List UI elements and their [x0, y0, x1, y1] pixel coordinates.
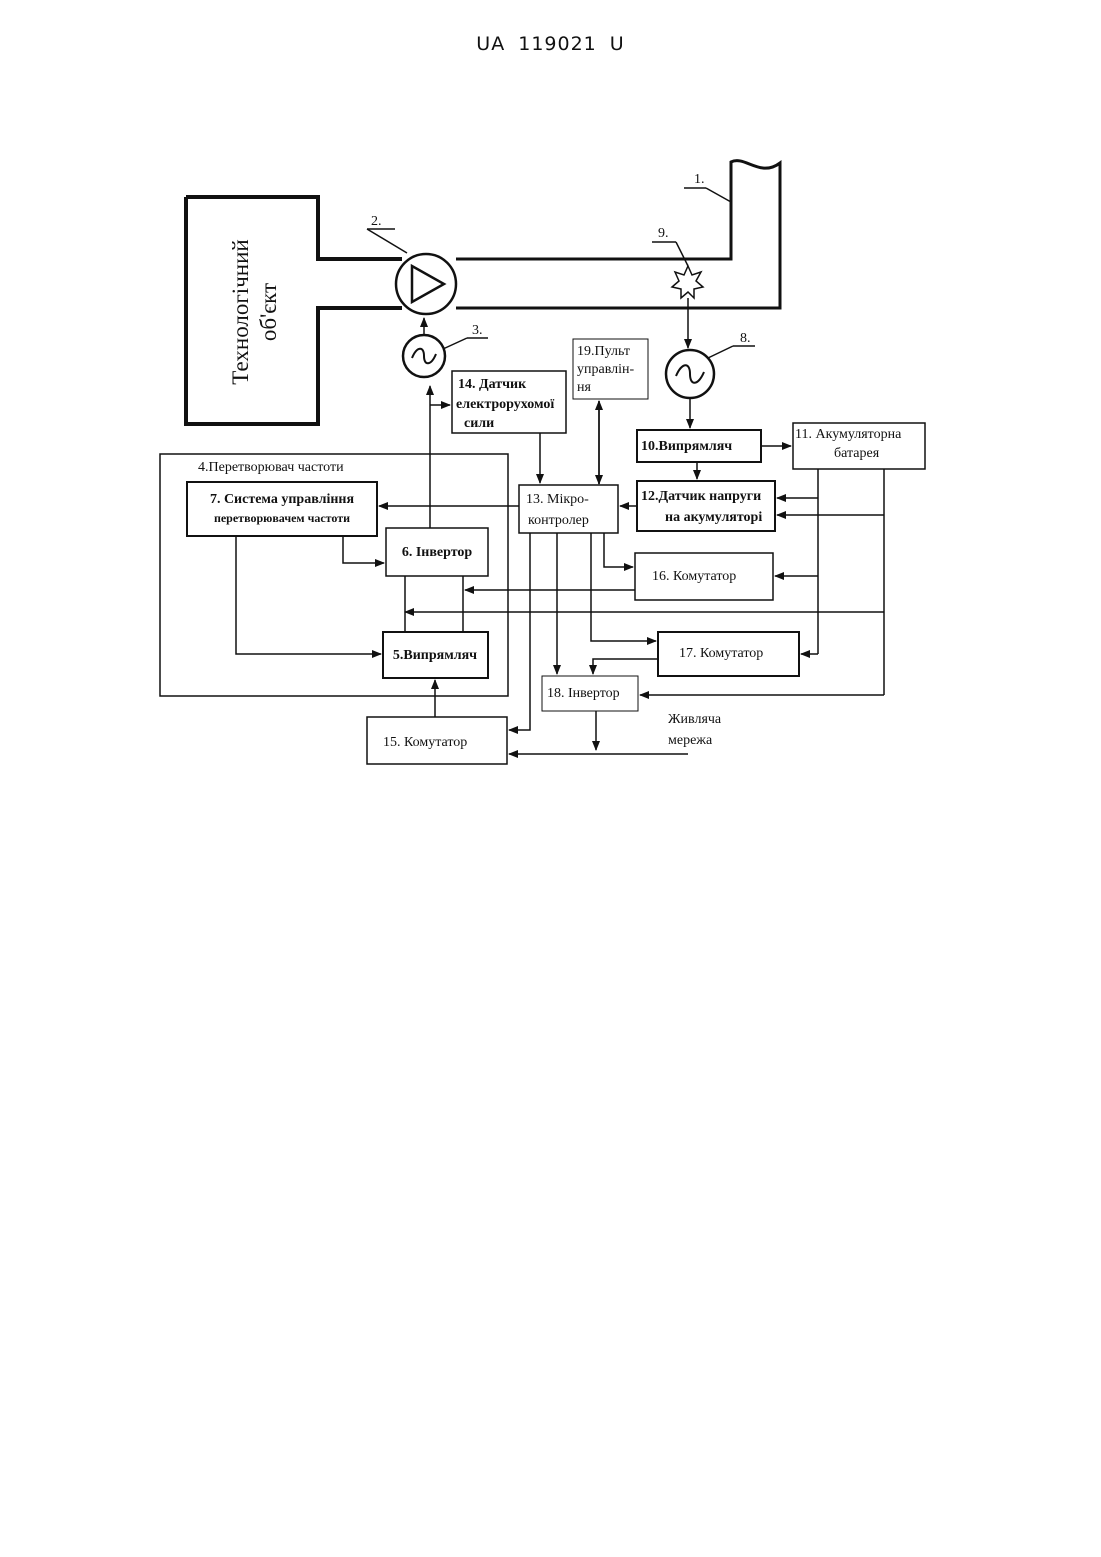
- svg-text:перетворювачем частоти: перетворювачем частоти: [214, 511, 350, 525]
- svg-text:16. Комутатор: 16. Комутатор: [652, 569, 736, 584]
- svg-text:17. Комутатор: 17. Комутатор: [679, 646, 763, 661]
- pipeline: [456, 161, 780, 308]
- block-7-control-system: [187, 482, 377, 536]
- ref-2: 2.: [371, 214, 382, 229]
- object-label: Технологічний об'єкт: [228, 239, 281, 384]
- flow-sensor-icon: [672, 266, 703, 298]
- pump-icon: [396, 254, 456, 314]
- svg-text:управлін-: управлін-: [577, 362, 635, 377]
- svg-text:ня: ня: [577, 380, 591, 395]
- svg-text:15. Комутатор: 15. Комутатор: [383, 735, 467, 750]
- svg-text:батарея: батарея: [834, 446, 880, 461]
- ref-1: 1.: [694, 172, 705, 187]
- svg-text:11. Акумуляторна: 11. Акумуляторна: [795, 427, 902, 442]
- svg-text:Технологічний: Технологічний: [228, 239, 253, 384]
- ref-3: 3.: [472, 323, 483, 338]
- svg-text:18. Інвертор: 18. Інвертор: [547, 686, 620, 701]
- svg-text:об'єкт: об'єкт: [256, 283, 281, 341]
- svg-text:10.Випрямляч: 10.Випрямляч: [641, 439, 732, 454]
- ref-8: 8.: [740, 331, 751, 346]
- power-grid-label-2: мережа: [668, 733, 713, 748]
- svg-text:14. Датчик: 14. Датчик: [458, 377, 527, 392]
- svg-text:контролер: контролер: [528, 513, 589, 528]
- svg-text:13. Мікро-: 13. Мікро-: [526, 492, 589, 507]
- svg-text:сили: сили: [464, 416, 494, 431]
- svg-text:електрорухомої: електрорухомої: [456, 397, 554, 412]
- ref-9: 9.: [658, 226, 669, 241]
- svg-text:5.Випрямляч: 5.Випрямляч: [393, 648, 477, 663]
- svg-text:6. Інвертор: 6. Інвертор: [402, 545, 473, 560]
- svg-text:на акумуляторі: на акумуляторі: [665, 510, 762, 525]
- svg-text:12.Датчик напруги: 12.Датчик напруги: [641, 489, 761, 504]
- power-grid-label: Живляча: [668, 712, 722, 727]
- svg-text:7. Система управління: 7. Система управління: [210, 492, 355, 507]
- block-4-label: 4.Перетворювач частоти: [198, 460, 344, 475]
- svg-text:19.Пульт: 19.Пульт: [577, 344, 630, 359]
